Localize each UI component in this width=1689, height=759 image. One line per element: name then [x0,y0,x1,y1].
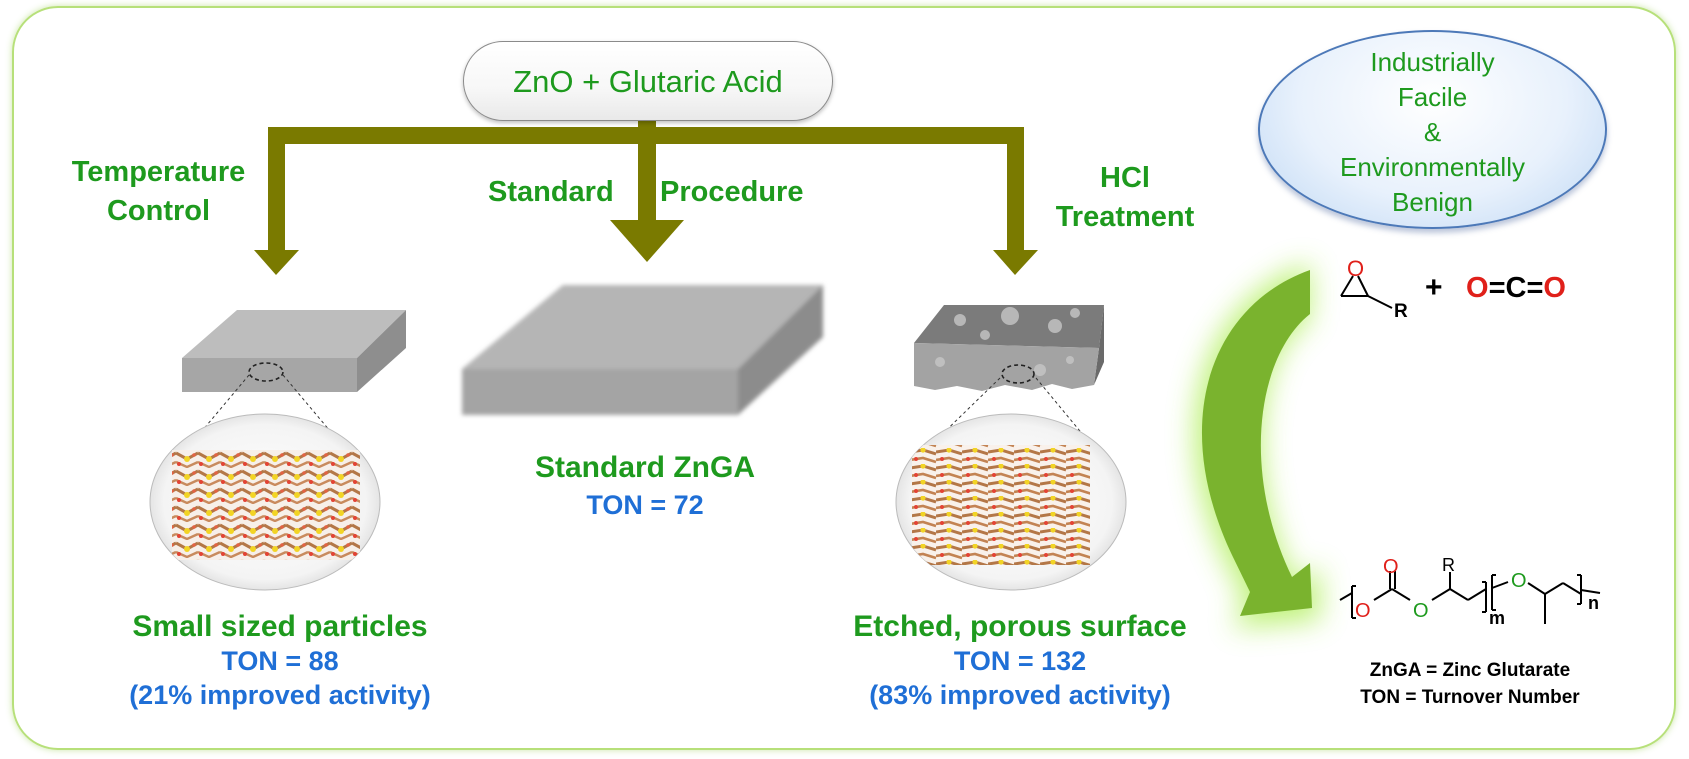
diagram-frame [12,6,1676,750]
benefit-line-2: Facile [1397,82,1468,112]
small-particles-improvement: (21% improved activity) [129,680,431,710]
temperature-line: Temperature [71,156,246,188]
legend-znga: ZnGA = Zinc Glutarate [1369,660,1571,681]
branch-arrows [254,119,1038,275]
benefit-line-1: Industrially [1370,47,1495,77]
co2-carbon: C [1505,272,1527,304]
polymer-oxygen-4: O [1511,570,1527,592]
co2-double-bond-1: = [1488,272,1506,304]
standard-ton: TON = 72 [586,490,704,520]
procedure-label: Procedure [660,176,804,208]
plus-sign: + [1425,271,1443,304]
epoxide-oxygen: O [1347,256,1365,281]
hcl-treatment-label: HCl Treatment [1040,159,1210,237]
hcl-line: HCl [1100,162,1150,194]
small-particle-slab [182,310,406,451]
small-particles-title: Small sized particles [132,610,428,643]
standard-znga-title: Standard ZnGA [534,451,755,484]
epoxide-r-group: R [1394,301,1408,322]
polymer-subscript-m: m [1489,608,1506,628]
polymer-r-group: R [1442,555,1455,575]
co2-double-bond-2: = [1526,272,1544,304]
co2-oxygen-1: O [1466,272,1489,304]
temperature-control-label: Temperature Control [56,153,261,231]
control-line: Control [106,195,211,227]
zoom-circle-right [895,413,1127,591]
reactants-box: ZnO + Glutaric Acid [463,41,833,121]
polymer-oxygen-3: O [1413,600,1429,622]
treatment-line: Treatment [1055,201,1195,233]
benefit-line-4: Environmentally [1340,152,1525,182]
zoom-circle-left [149,413,381,591]
benefit-ellipse: Industrially Facile & Environmentally Be… [1258,30,1607,229]
co2-formula: O=C=O [1466,272,1566,305]
curved-green-arrow [1194,263,1320,628]
benefit-line-3: & [1423,117,1442,147]
benefit-line-5: Benign [1392,187,1473,217]
legend-ton: TON = Turnover Number [1360,687,1580,708]
standard-label: Standard [488,176,614,208]
reactants-label: ZnO + Glutaric Acid [513,64,783,99]
epoxide-structure [1340,275,1393,309]
polymer-skeleton [1339,571,1601,624]
etched-slab [914,305,1104,449]
polymer-oxygen-1: O [1355,600,1371,622]
etched-surface-title: Etched, porous surface [853,610,1187,643]
standard-slab [462,285,823,415]
polymer-subscript-n: n [1588,593,1599,613]
etched-surface-ton: TON = 132 [953,646,1087,676]
etched-surface-improvement: (83% improved activity) [869,680,1171,710]
polymer-oxygen-carbonyl: O [1383,556,1399,578]
co2-oxygen-2: O [1543,272,1566,304]
small-particles-ton: TON = 88 [221,646,339,676]
